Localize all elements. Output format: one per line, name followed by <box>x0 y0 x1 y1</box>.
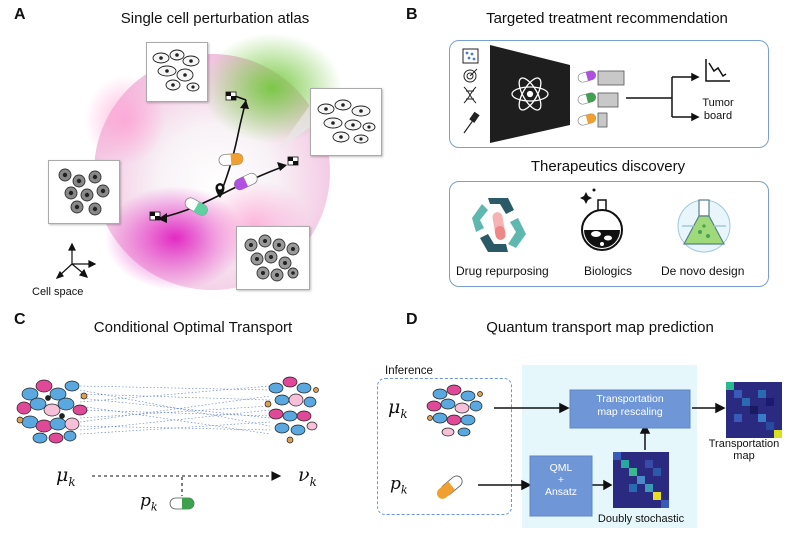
panel-d-letter: D <box>406 311 418 328</box>
purple-pill-icon <box>577 70 597 83</box>
cell-image-card-right <box>310 88 382 156</box>
inference-label: Inference <box>383 365 435 377</box>
purple-pill-icon <box>232 172 258 191</box>
panel-b-letter: B <box>406 6 418 23</box>
p-k-label-d: pk <box>390 474 408 497</box>
nu-k-label: νk <box>298 464 317 489</box>
orange-pill-icon <box>218 153 244 166</box>
biologics-flask-icon <box>580 188 623 251</box>
qml-box-label: QML + Ansatz <box>544 462 578 498</box>
score-bar <box>597 70 625 86</box>
score-bar <box>597 92 619 108</box>
cell-population <box>426 384 483 437</box>
dropper-icon <box>463 111 480 134</box>
location-pin-icon <box>215 183 225 198</box>
therapeutics-discovery-title: Therapeutics discovery <box>530 158 686 175</box>
discovery-label-drug-repurposing: Drug repurposing <box>456 264 549 278</box>
transportation-map-matrix <box>726 382 782 438</box>
checkered-flag-icon <box>225 91 237 101</box>
doubly-stochastic-label: Doubly stochastic <box>597 513 685 525</box>
cell-image-card-bottom <box>236 226 310 290</box>
doubly-stochastic-matrix <box>613 452 669 508</box>
target-icon <box>463 68 478 83</box>
declining-chart-icon <box>705 59 730 82</box>
tumor-board-label: Tumor board <box>702 97 734 122</box>
score-bar <box>597 112 608 128</box>
checkered-flag-icon <box>287 156 299 166</box>
cells-image-icon <box>462 48 479 64</box>
panel-a-letter: A <box>14 6 26 23</box>
dna-icon <box>463 86 477 104</box>
green-pill-icon <box>184 197 208 216</box>
discovery-label-de-novo-design: De novo design <box>661 264 745 278</box>
transportation-map-rescaling-box <box>569 389 691 429</box>
inference-frame <box>377 378 512 515</box>
cell-space-axes-icon <box>55 242 97 280</box>
treatment-recommendation-box: Tumor board <box>449 40 769 148</box>
mu-k-label-d: μk <box>388 396 408 421</box>
target-cell-population <box>264 376 319 444</box>
source-cell-population <box>16 379 88 444</box>
orange-pill-icon <box>577 113 597 126</box>
rescaling-box-label: Transportation map rescaling <box>596 393 664 418</box>
orange-pill-icon <box>437 475 463 499</box>
green-pill-icon <box>577 92 597 105</box>
panel-c-title: Conditional Optimal Transport <box>93 319 293 336</box>
recycle-icon <box>472 198 526 252</box>
p-k-label: pk <box>140 491 158 514</box>
qml-ansatz-box <box>529 455 593 517</box>
cell-image-card-left <box>48 160 120 224</box>
quantum-transport-flow <box>426 382 782 517</box>
green-pill-icon <box>169 497 195 510</box>
panel-a-title: Single cell perturbation atlas <box>120 10 310 27</box>
transportation-map-label: Transportation map <box>708 438 780 462</box>
checkered-flag-icon <box>149 211 161 221</box>
cell-space-label: Cell space <box>32 286 84 298</box>
panel-d-title: Quantum transport map prediction <box>486 319 714 336</box>
de-novo-design-icon <box>677 199 731 253</box>
mu-k-label: μk <box>56 464 76 489</box>
atom-icon <box>511 77 549 111</box>
cell-image-card-top <box>146 42 208 102</box>
discovery-label-biologics: Biologics <box>584 264 633 278</box>
panel-b-title: Targeted treatment recommendation <box>486 10 728 27</box>
panel-c-letter: C <box>14 311 26 328</box>
therapeutics-discovery-box: Drug repurposing Biologics De novo desig… <box>449 181 769 287</box>
conditional-ot-diagram <box>16 376 319 510</box>
